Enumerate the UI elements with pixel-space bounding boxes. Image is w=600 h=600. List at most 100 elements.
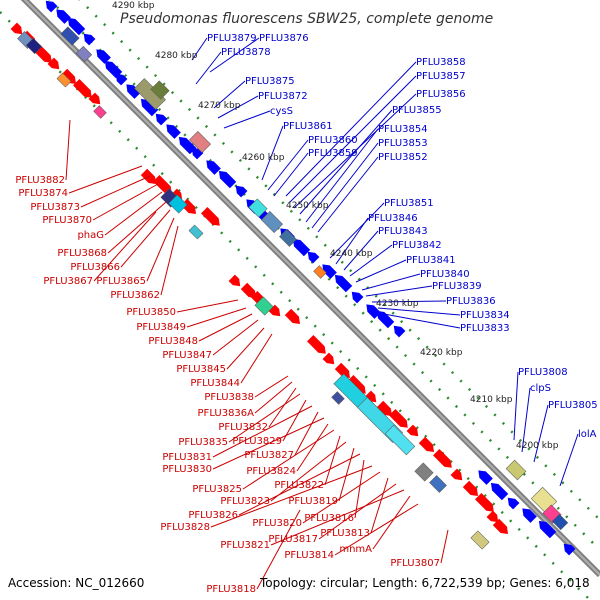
reverse-gene-label: PFLU3846 xyxy=(368,213,418,224)
forward-label-leader xyxy=(240,333,273,384)
forward-label-leader xyxy=(242,429,335,490)
reverse-gene-arrow xyxy=(292,238,311,257)
gene-block xyxy=(470,530,490,550)
forward-label-leader xyxy=(65,119,71,181)
reverse-label-leader xyxy=(305,128,379,223)
forward-label-leader xyxy=(254,375,289,398)
gene-block xyxy=(254,296,274,316)
forward-label-leader xyxy=(270,441,347,502)
forward-gene-label: PFLU3844 xyxy=(190,378,240,389)
forward-gene-label: PFLU3819 xyxy=(288,496,338,507)
reverse-gene-arrow xyxy=(155,113,168,126)
forward-gene-arrow xyxy=(418,436,435,453)
reverse-gene-arrow xyxy=(115,73,128,86)
forward-gene-label: PFLU3882 xyxy=(15,175,65,186)
forward-gene-label: mnmA xyxy=(339,544,372,555)
kbp-mark-label: 4270 kbp xyxy=(198,101,241,111)
forward-label-leader xyxy=(120,209,171,268)
forward-gene-label: PFLU3822 xyxy=(274,480,324,491)
forward-label-leader xyxy=(198,313,253,342)
forward-gene-label: PFLU3838 xyxy=(204,392,254,403)
reverse-gene-arrow xyxy=(104,60,123,79)
forward-label-leader xyxy=(294,411,319,456)
forward-gene-label: PFLU3824 xyxy=(246,466,296,477)
reverse-gene-label: PFLU3839 xyxy=(432,281,482,292)
reverse-gene-arrow xyxy=(322,264,337,279)
forward-gene-label: PFLU3831 xyxy=(162,452,212,463)
forward-gene-label: PFLU3849 xyxy=(136,322,186,333)
gene-block xyxy=(414,462,434,482)
forward-label-leader xyxy=(210,465,373,528)
forward-gene-label: PFLU3832 xyxy=(218,422,268,433)
reverse-gene-label: PFLU3840 xyxy=(420,269,470,280)
forward-gene-arrow xyxy=(73,79,92,98)
forward-label-leader xyxy=(212,417,325,470)
reverse-label-leader xyxy=(311,142,379,229)
reverse-label-leader xyxy=(521,387,531,453)
gene-block xyxy=(189,131,211,153)
reverse-gene-label: PFLU3853 xyxy=(378,138,428,149)
kbp-mark-label: 4280 kbp xyxy=(155,51,198,61)
reverse-gene-label: PFLU3857 xyxy=(416,71,466,82)
forward-gene-label: PFLU3807 xyxy=(390,558,440,569)
reverse-label-leader xyxy=(533,404,549,463)
reverse-label-leader xyxy=(261,125,284,181)
reverse-gene-label: PFLU3834 xyxy=(460,310,510,321)
forward-gene-label: PFLU3813 xyxy=(320,528,370,539)
forward-label-leader xyxy=(318,483,397,540)
forward-gene-label: PFLU3845 xyxy=(176,364,226,375)
map-title: Pseudomonas fluorescens SBW25, complete … xyxy=(120,11,493,27)
gene-block xyxy=(60,26,80,46)
forward-gene-label: PFLU3866 xyxy=(70,262,120,273)
reverse-gene-arrow xyxy=(478,470,493,485)
forward-gene-label: PFLU3817 xyxy=(268,534,318,545)
forward-label-leader xyxy=(146,217,175,282)
forward-label-leader xyxy=(107,201,167,254)
forward-gene-arrow xyxy=(462,480,479,497)
gene-block xyxy=(261,211,283,233)
reverse-gene-label: PFLU3852 xyxy=(378,152,428,163)
reverse-label-leader xyxy=(343,230,379,271)
reverse-gene-arrow xyxy=(563,543,576,556)
reverse-gene-label: PFLU3878 xyxy=(221,47,271,58)
reverse-gene-label: PFLU3855 xyxy=(392,105,442,116)
forward-gene-arrow xyxy=(492,518,509,535)
reverse-label-leader xyxy=(335,217,369,265)
reverse-label-leader xyxy=(355,259,407,283)
forward-gene-label: PFLU3823 xyxy=(220,496,270,507)
forward-label-leader xyxy=(238,453,361,516)
reverse-gene-label: lolA xyxy=(578,429,597,440)
reverse-gene-arrow xyxy=(166,124,181,139)
forward-gene-label: PFLU3850 xyxy=(126,307,176,318)
forward-label-leader xyxy=(186,307,247,328)
reverse-gene-label: PFLU3876 xyxy=(259,33,309,44)
forward-label-leader xyxy=(104,191,163,236)
forward-label-leader xyxy=(270,489,405,546)
reverse-gene-arrow xyxy=(83,33,96,46)
forward-gene-label: PFLU3816 xyxy=(304,513,354,524)
forward-gene-label: PFLU3829 xyxy=(232,436,282,447)
forward-gene-label: PFLU3874 xyxy=(18,188,68,199)
forward-gene-label: PFLU3828 xyxy=(160,522,210,533)
forward-gene-arrow xyxy=(201,207,220,226)
reverse-gene-arrow xyxy=(538,520,557,539)
forward-gene-label: PFLU3848 xyxy=(148,336,198,347)
forward-label-leader xyxy=(68,165,143,194)
forward-label-leader xyxy=(372,495,411,550)
gene-block xyxy=(279,229,297,247)
gene-features xyxy=(10,0,576,556)
forward-label-leader xyxy=(212,405,313,458)
reverse-gene-arrow xyxy=(126,84,141,99)
reverse-label-leader xyxy=(513,371,519,441)
reverse-gene-arrow xyxy=(178,136,197,155)
gene-block xyxy=(188,224,204,240)
forward-gene-arrow xyxy=(88,92,101,105)
reverse-label-leader xyxy=(317,156,379,233)
forward-gene-arrow xyxy=(322,352,335,365)
reverse-label-leader xyxy=(559,433,579,487)
forward-label-leader xyxy=(296,423,329,472)
forward-gene-label: phaG xyxy=(77,230,104,241)
reverse-label-leader xyxy=(289,75,417,203)
